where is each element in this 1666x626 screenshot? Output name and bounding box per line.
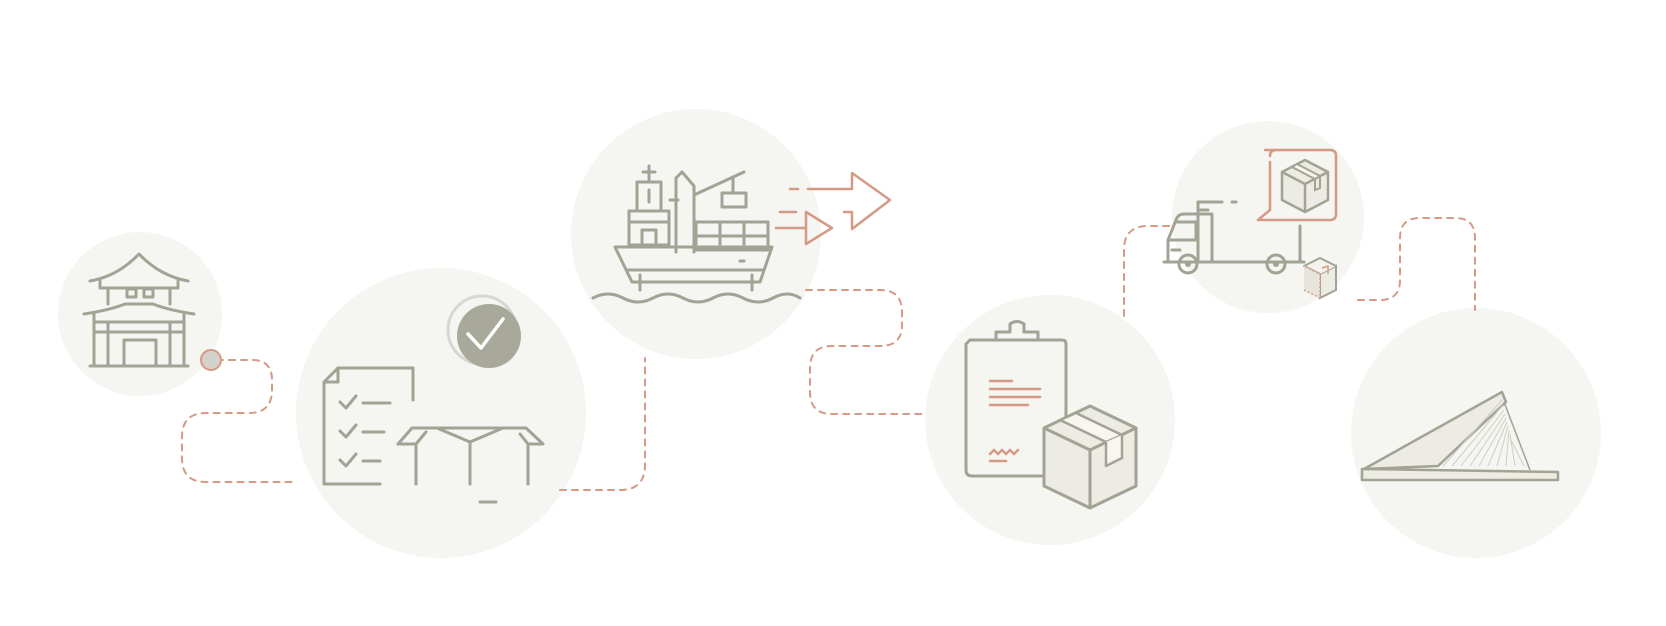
pagoda-icon [82, 252, 196, 368]
forward-arrows-icon [774, 171, 892, 246]
clipboard-icon [964, 320, 1068, 478]
cargo-ship-icon [591, 164, 892, 304]
chat-bubble-icon [1256, 148, 1338, 222]
customs-circle [925, 295, 1175, 545]
document-lines [988, 379, 1042, 463]
bridge-icon [1360, 390, 1560, 482]
dashed-route-line [181, 217, 1476, 491]
destination-circle [1351, 308, 1601, 558]
tiny-box-icon [1303, 257, 1337, 300]
check-badge-icon [446, 294, 521, 368]
document-icon [322, 366, 415, 486]
origin-circle [58, 232, 222, 396]
small-package-icon [1280, 158, 1330, 214]
checklist-box-icon [322, 294, 545, 504]
packing-circle [296, 268, 586, 558]
delivery-truck-icon [1162, 148, 1338, 300]
open-box-icon [396, 426, 545, 504]
step-backgrounds [58, 109, 1601, 558]
package-icon [1042, 404, 1138, 510]
route-start-dot [200, 349, 222, 371]
clipboard-package-icon [964, 320, 1138, 510]
